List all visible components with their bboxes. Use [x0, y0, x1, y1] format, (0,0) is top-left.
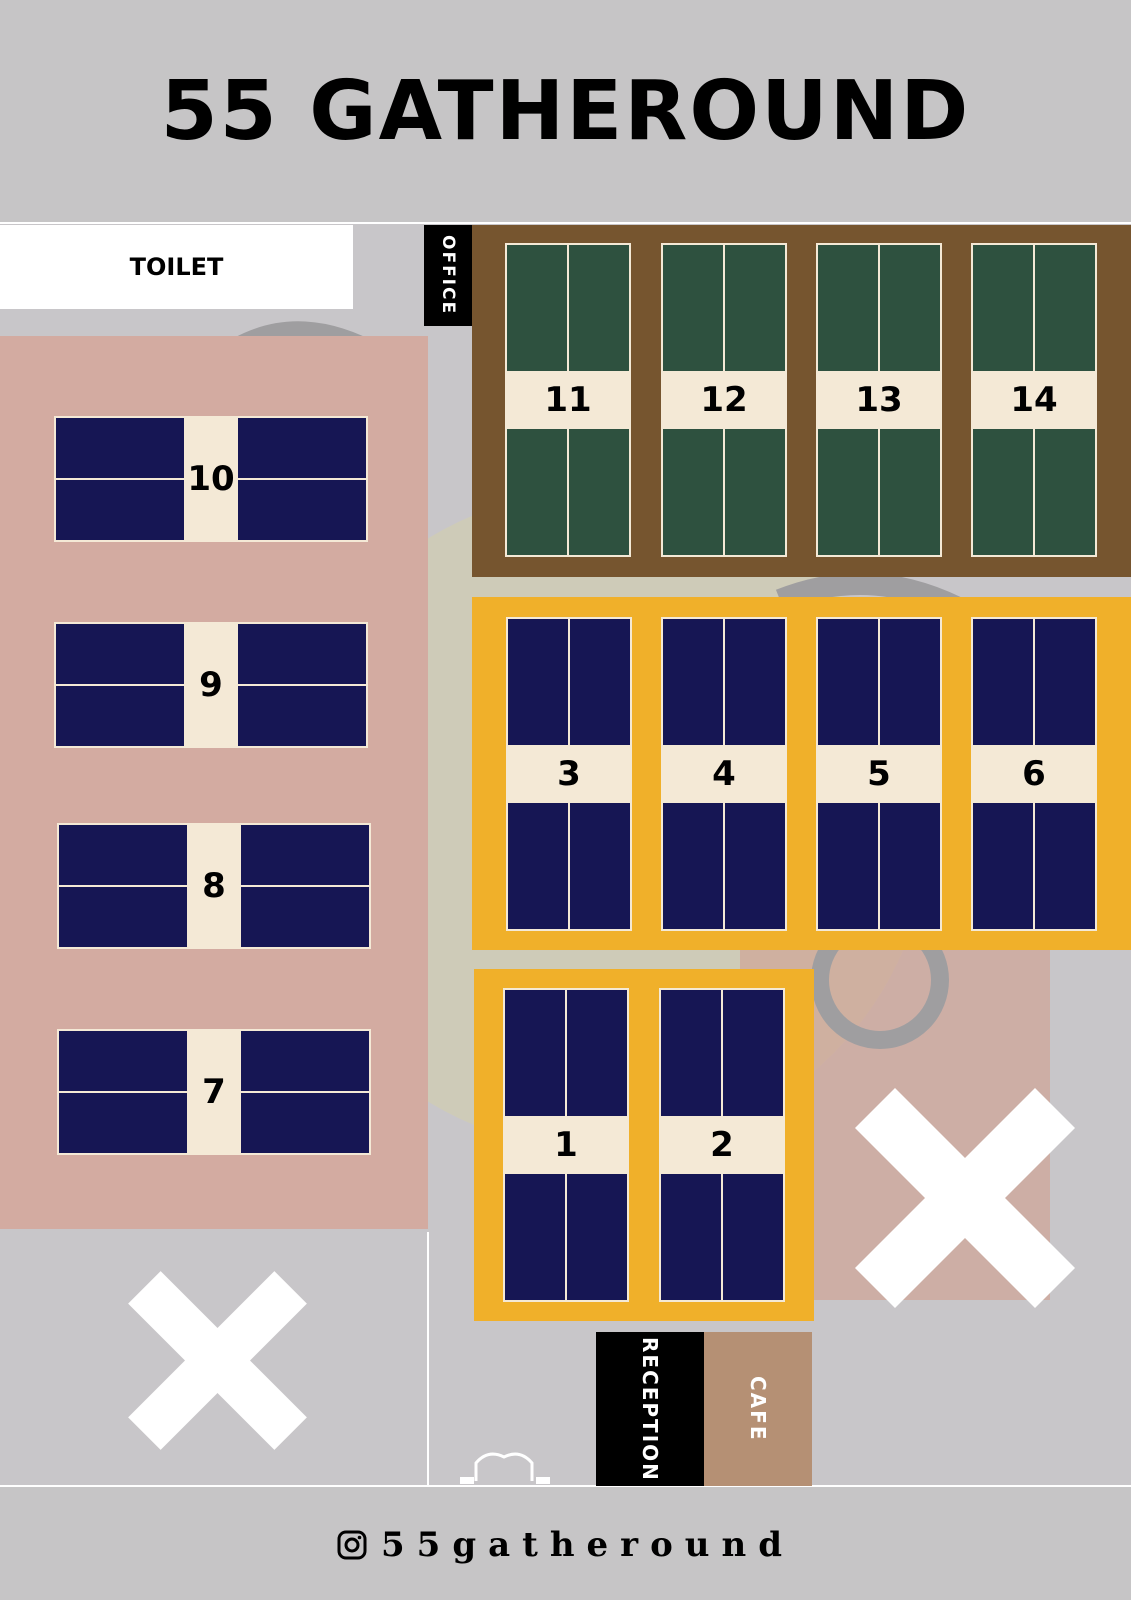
instagram-icon[interactable] — [337, 1530, 367, 1560]
table-number: 7 — [202, 1072, 226, 1112]
table-4[interactable]: 4 — [661, 617, 787, 931]
table-number: 8 — [202, 866, 226, 906]
table-number: 4 — [712, 754, 736, 794]
page-title: 55 GATHEROUND — [160, 64, 971, 159]
instagram-handle[interactable]: 55gatheround — [381, 1525, 794, 1565]
table-number: 14 — [1010, 380, 1058, 420]
top-boundary — [0, 222, 1131, 224]
table-11[interactable]: 11 — [505, 243, 631, 557]
table-number: 10 — [187, 459, 235, 499]
toilet-room: TOILET — [0, 225, 353, 309]
table-8[interactable]: 8 — [57, 823, 371, 949]
blocked-area-x-icon — [855, 1088, 1075, 1308]
table-number: 11 — [544, 380, 592, 420]
table-14[interactable]: 14 — [971, 243, 1097, 557]
door-icon — [460, 1452, 550, 1484]
reception-label: RECEPTION — [638, 1336, 662, 1482]
table-number: 9 — [199, 665, 223, 705]
table-number: 1 — [554, 1125, 578, 1165]
table-1[interactable]: 1 — [503, 988, 629, 1302]
table-7[interactable]: 7 — [57, 1029, 371, 1155]
table-12[interactable]: 12 — [661, 243, 787, 557]
table-3[interactable]: 3 — [506, 617, 632, 931]
table-number: 3 — [557, 754, 581, 794]
table-5[interactable]: 5 — [816, 617, 942, 931]
office-room: OFFICE — [424, 225, 472, 326]
reception-room: RECEPTION — [596, 1332, 704, 1486]
table-2[interactable]: 2 — [659, 988, 785, 1302]
entrance-wall — [427, 1232, 429, 1485]
cafe-label: CAFE — [746, 1376, 770, 1442]
table-number: 13 — [855, 380, 903, 420]
table-number: 2 — [710, 1125, 734, 1165]
office-label: OFFICE — [438, 235, 458, 316]
cafe-room: CAFE — [704, 1332, 812, 1486]
table-13[interactable]: 13 — [816, 243, 942, 557]
toilet-label: TOILET — [129, 253, 224, 281]
footer: 55gatheround — [0, 1525, 1131, 1565]
bottom-boundary — [0, 1485, 1131, 1487]
table-number: 6 — [1022, 754, 1046, 794]
blocked-area-x-icon — [128, 1271, 307, 1450]
table-10[interactable]: 10 — [54, 416, 368, 542]
table-9[interactable]: 9 — [54, 622, 368, 748]
table-6[interactable]: 6 — [971, 617, 1097, 931]
table-number: 5 — [867, 754, 891, 794]
table-number: 12 — [700, 380, 748, 420]
